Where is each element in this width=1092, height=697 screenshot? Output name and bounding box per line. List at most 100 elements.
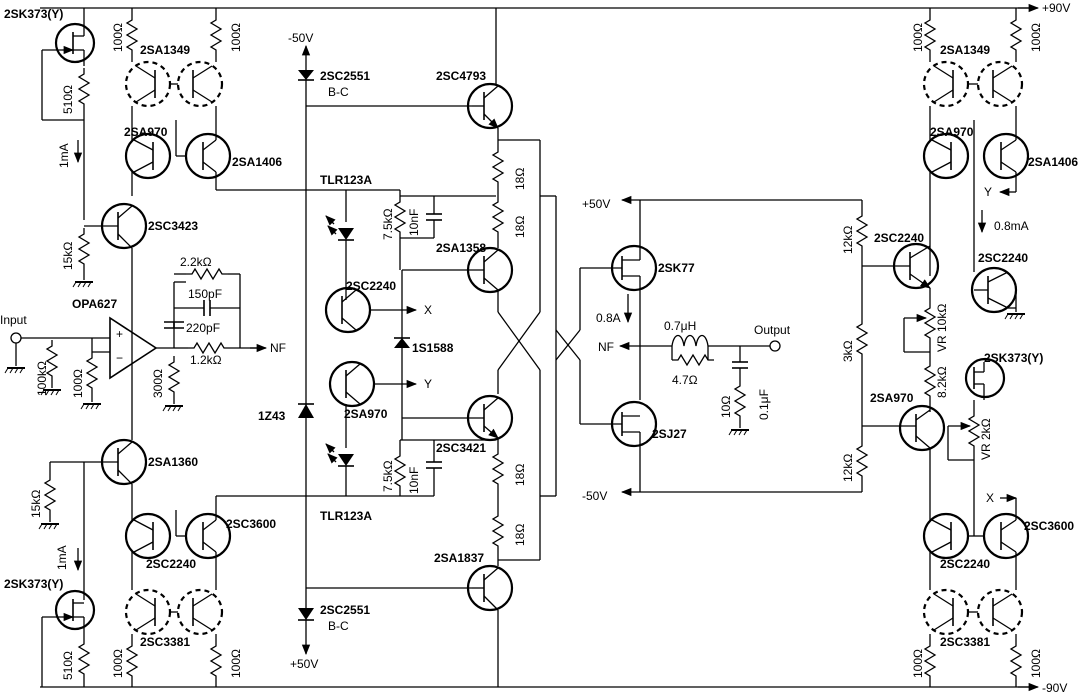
label-r18-b: 18Ω <box>513 216 527 238</box>
label-r100-g: 100Ω <box>911 649 925 678</box>
inductor-0-7uh <box>671 334 709 347</box>
label-opa627: OPA627 <box>72 297 117 311</box>
label-2sc3423: 2SC3423 <box>148 219 198 233</box>
led-tlr123a-top <box>338 228 354 240</box>
label-1ma-top: 1mA <box>57 143 71 168</box>
label-2sa970-mid: 2SA970 <box>344 407 388 421</box>
output-stage: +50V 2SK77 0.8A 2SJ27 -50V NF 0.7μH 4.7 <box>540 195 862 503</box>
label-r100k: 100kΩ <box>35 361 49 396</box>
label-2sc2240-r2: 2SC2240 <box>978 251 1028 265</box>
led-tlr123a-bottom <box>338 454 354 466</box>
transistor-2sa1406-l <box>184 132 232 180</box>
label-r100-e: 100Ω <box>911 23 925 52</box>
transistor-2sa970-mid <box>328 360 376 408</box>
label-nf-right: NF <box>598 340 614 354</box>
label-r300: 300Ω <box>151 369 165 398</box>
label-2sa1360: 2SA1360 <box>148 455 198 469</box>
label-r4-7: 4.7Ω <box>672 373 698 387</box>
transistor-2sc2240-l <box>124 512 172 560</box>
transistor-2sc2240-mid <box>324 286 372 334</box>
label-r15k-b: 15kΩ <box>29 490 43 518</box>
label-r100-h: 100Ω <box>1029 649 1043 678</box>
label-1z43: 1Z43 <box>258 409 286 423</box>
label-2sc2551-bottom: 2SC2551 <box>320 603 370 617</box>
label-r8k2: 8.2kΩ <box>935 366 949 398</box>
label-tlr123a-top: TLR123A <box>320 173 372 187</box>
label-r100-d: 100Ω <box>229 649 243 678</box>
transistor-2sa970-l <box>124 132 172 180</box>
output-label: Output <box>754 323 791 337</box>
label-2sc3381-r: 2SC3381 <box>940 635 990 649</box>
label-2sk77: 2SK77 <box>658 261 695 275</box>
jfet-2sk373-top <box>54 22 96 64</box>
bias-stage: -50V 2SC2551 B-C TLR123A X 2SC2240 1S158… <box>258 31 496 671</box>
label-c10n-bottom: 10nF <box>407 467 421 494</box>
jfet-2sk373-right <box>964 357 1006 399</box>
label-vr10k: VR 10kΩ <box>935 304 949 352</box>
label-r100-a: 100Ω <box>111 23 125 52</box>
label-r15k-a: 15kΩ <box>61 242 75 270</box>
diode-2sc2551-bottom <box>298 608 314 620</box>
label-2sk373-top: 2SK373(Y) <box>4 7 63 21</box>
opamp-minus: − <box>116 351 123 365</box>
transistor-2sc3381-r-a <box>922 588 970 636</box>
transistor-2sc3600-r <box>982 512 1030 560</box>
label-r18-a: 18Ω <box>513 168 527 190</box>
label-node-y-right: Y <box>984 185 992 199</box>
label-2sc2240-r1: 2SC2240 <box>874 231 924 245</box>
label-2sc3381-l: 2SC3381 <box>140 635 190 649</box>
right-stage: 100Ω 100Ω 2SA1349 Y 2SA970 2SA1406 <box>841 8 1078 687</box>
label-l0-7uh: 0.7μH <box>664 319 696 333</box>
transistor-2sc3381-l-a <box>124 588 172 636</box>
label-r510-top: 510Ω <box>61 85 75 114</box>
label-r12k-bottom: 12kΩ <box>841 454 855 482</box>
opamp-plus: + <box>116 327 123 341</box>
label-2sc2240-mid: 2SC2240 <box>346 279 396 293</box>
label-c220p: 220pF <box>186 321 220 335</box>
label-2sa970-r2: 2SA970 <box>870 391 914 405</box>
label-tlr123a-bottom: TLR123A <box>320 509 372 523</box>
label-2sa970-l: 2SA970 <box>124 125 168 139</box>
label-r100-in: 100Ω <box>71 369 85 398</box>
label-r510-bottom: 510Ω <box>61 651 75 680</box>
label-2sj27: 2SJ27 <box>652 427 687 441</box>
label-r18-d: 18Ω <box>513 524 527 546</box>
label-r1k2: 1.2kΩ <box>190 353 222 367</box>
label-0-8ma: 0.8mA <box>994 219 1029 233</box>
left-upper-stage: 2SK373(Y) 510Ω 1mA 100Ω 100Ω 2SA1349 <box>4 7 306 440</box>
label-r3k: 3kΩ <box>841 340 855 362</box>
label-2sc3600-l: 2SC3600 <box>226 517 276 531</box>
transistor-2sc3381-l-b <box>176 588 224 636</box>
label-r7k5-top: 7.5kΩ <box>381 208 395 240</box>
label-2sa1406-r: 2SA1406 <box>1028 155 1078 169</box>
left-lower-stage: 2SA1360 15kΩ 2SC3600 2SC2240 2SC3381 <box>4 438 306 687</box>
label-2sc2240-l: 2SC2240 <box>146 557 196 571</box>
label-c10n-top: 10nF <box>407 209 421 236</box>
transistor-2sa1349-r-a <box>922 60 970 108</box>
label-r18-c: 18Ω <box>513 464 527 486</box>
transistor-2sa970-r2 <box>898 404 946 452</box>
label-r100-c: 100Ω <box>111 649 125 678</box>
label-nf-left: NF <box>270 341 286 355</box>
label-2sc2551-top-bc: B-C <box>328 85 349 99</box>
label-2sc3600-r: 2SC3600 <box>1024 519 1074 533</box>
label-vr2k: VR 2kΩ <box>979 418 993 460</box>
label-mid-top-rail: -50V <box>288 31 313 45</box>
label-2sa1406-l: 2SA1406 <box>232 155 282 169</box>
label-c150p: 150pF <box>188 287 222 301</box>
input-stage: Input 100kΩ 100Ω + − OPA627 2.2kΩ 150pF <box>0 255 286 412</box>
label-2sc4793: 2SC4793 <box>436 69 486 83</box>
label-node-x-right: X <box>986 491 994 505</box>
transistor-2sc2240-r3 <box>922 512 970 560</box>
label-2sk373-right: 2SK373(Y) <box>984 351 1043 365</box>
label-r7k5-bottom: 7.5kΩ <box>381 460 395 492</box>
label-1s1588: 1S1588 <box>412 341 454 355</box>
label-c0-1u: 0.1μF <box>757 389 771 420</box>
label-2sa1358: 2SA1358 <box>436 241 486 255</box>
rail-negative: -90V <box>40 681 1067 695</box>
label-mid-bottom-rail: +50V <box>290 657 318 671</box>
label-r12k-top: 12kΩ <box>841 226 855 254</box>
label-node-y: Y <box>424 377 432 391</box>
jfet-2sk373-bottom <box>54 589 96 631</box>
input-terminal <box>10 332 22 344</box>
